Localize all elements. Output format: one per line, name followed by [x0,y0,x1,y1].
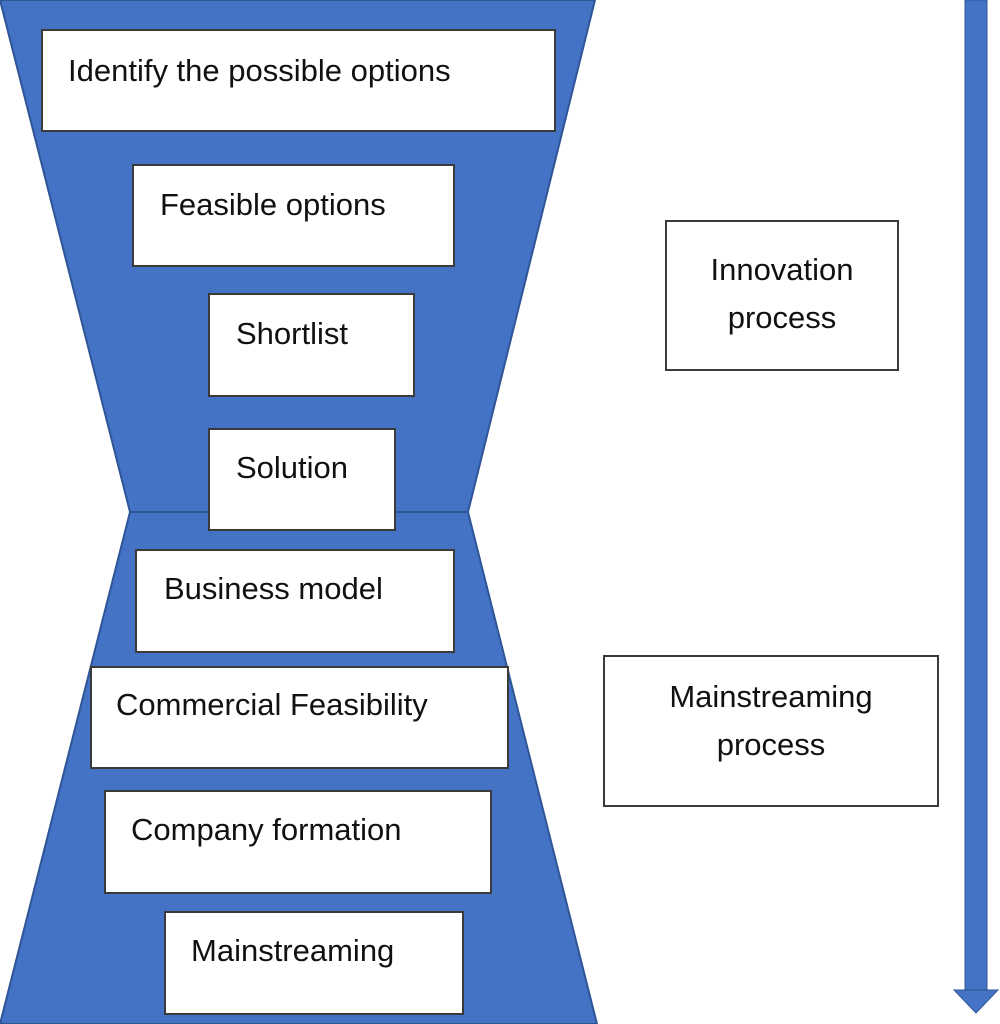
phase-mainstreaming-process: Mainstreaming process [603,655,939,807]
step-solution: Solution [208,428,396,531]
step-label: Shortlist [236,316,348,351]
phase-label-line1: Innovation [710,252,854,287]
step-feasible-options: Feasible options [132,164,455,267]
step-commercial-feasibility: Commercial Feasibility [90,666,509,769]
step-label: Identify the possible options [68,53,451,88]
step-label: Mainstreaming [191,933,395,968]
phase-label-line2: process [727,300,837,335]
step-label: Solution [236,450,349,485]
phase-label-line2: process [716,727,826,762]
step-mainstreaming: Mainstreaming [164,911,464,1015]
step-label: Company formation [131,812,402,847]
step-label: Business model [164,571,383,606]
step-label: Feasible options [160,187,386,222]
step-shortlist: Shortlist [208,293,415,397]
step-company-formation: Company formation [104,790,492,894]
step-identify-options: Identify the possible options [41,29,556,132]
process-arrow-shaft [964,0,988,995]
step-label: Commercial Feasibility [116,687,428,722]
phase-innovation-process: Innovation process [665,220,899,371]
phase-label-line1: Mainstreaming [669,679,873,714]
step-business-model: Business model [135,549,455,653]
process-arrow-head-icon [952,989,1000,1014]
